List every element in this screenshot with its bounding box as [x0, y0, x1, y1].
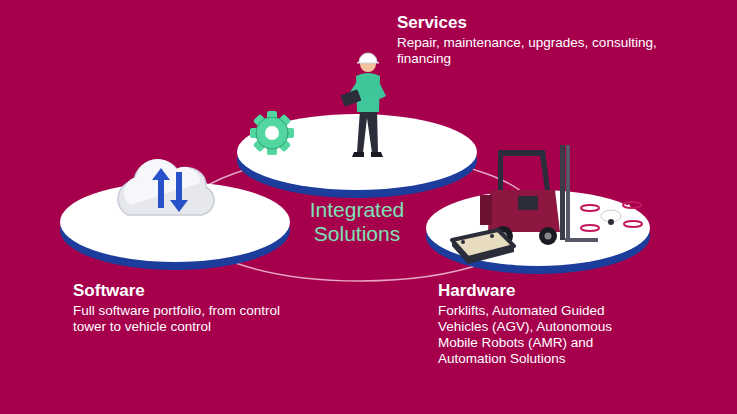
platform-heading: Hardware [438, 280, 650, 301]
agv-figure [452, 230, 514, 264]
drone-figure [581, 202, 642, 231]
services-platform [237, 114, 477, 198]
cloud-icon [118, 159, 214, 215]
gear-icon [250, 111, 294, 155]
platform-description: Full software portfolio, from control to… [73, 303, 288, 335]
platform-description: Repair, maintenance, upgrades, consultin… [397, 35, 697, 67]
platform-heading: Services [397, 12, 697, 33]
center-label: Integrated Solutions [282, 198, 432, 246]
platform-heading: Software [73, 280, 288, 301]
hardware-platform [426, 190, 650, 274]
platform-description: Forklifts, Automated Guided Vehicles (AG… [438, 303, 650, 367]
platform-node: HardwareForklifts, Automated Guided Vehi… [438, 280, 650, 367]
platform-node: ServicesRepair, maintenance, upgrades, c… [397, 12, 697, 67]
platform-node: SoftwareFull software portfolio, from co… [73, 280, 288, 335]
technician-figure [340, 53, 386, 157]
